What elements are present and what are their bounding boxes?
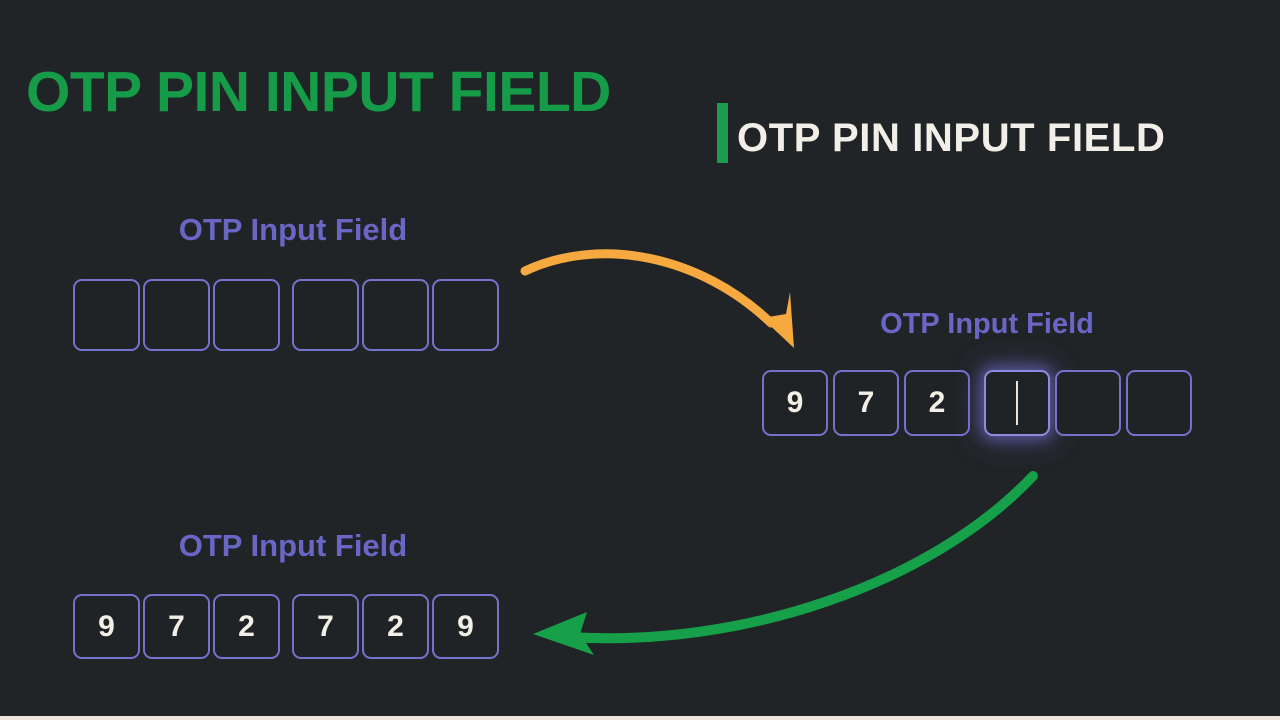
otp-input-row-partial: 9 7 2 [762, 370, 1212, 436]
otp-digit-box[interactable] [1055, 370, 1121, 436]
otp-digit-box[interactable]: 9 [432, 594, 499, 659]
otp-digit-box[interactable] [73, 279, 140, 351]
green-arrow [533, 471, 1038, 655]
title-divider-bar [717, 103, 728, 163]
otp-digit-box-focused[interactable] [984, 370, 1050, 436]
otp-digit-box[interactable] [362, 279, 429, 351]
text-caret [1016, 381, 1018, 425]
otp-digit-box[interactable]: 2 [904, 370, 970, 436]
otp-digit-box[interactable]: 2 [213, 594, 280, 659]
otp-input-row-filled: 9 7 2 7 2 9 [73, 594, 513, 659]
otp-group-empty: OTP Input Field [73, 214, 513, 351]
otp-digit-box[interactable]: 7 [292, 594, 359, 659]
otp-digit-box[interactable] [143, 279, 210, 351]
otp-digit-box[interactable] [213, 279, 280, 351]
otp-label-filled: OTP Input Field [178, 528, 408, 563]
otp-digit-box[interactable]: 9 [762, 370, 828, 436]
otp-digit-box[interactable]: 9 [73, 594, 140, 659]
otp-digit-box[interactable] [292, 279, 359, 351]
otp-digit-box[interactable] [432, 279, 499, 351]
otp-label-empty: OTP Input Field [178, 212, 408, 247]
otp-input-row-empty [73, 279, 513, 351]
otp-digit-box[interactable]: 2 [362, 594, 429, 659]
page-title-green: OTP PIN INPUT FIELD [26, 60, 611, 124]
orange-arrow [520, 249, 794, 348]
otp-digit-box[interactable]: 7 [833, 370, 899, 436]
page-title-white: OTP PIN INPUT FIELD [737, 116, 1166, 160]
otp-digit-box[interactable] [1126, 370, 1192, 436]
otp-digit-box[interactable]: 7 [143, 594, 210, 659]
bottom-edge-strip [0, 716, 1280, 720]
otp-group-partial: OTP Input Field 9 7 2 [762, 310, 1212, 436]
otp-label-partial: OTP Input Field [880, 308, 1094, 340]
otp-group-filled: OTP Input Field 9 7 2 7 2 9 [73, 530, 513, 659]
